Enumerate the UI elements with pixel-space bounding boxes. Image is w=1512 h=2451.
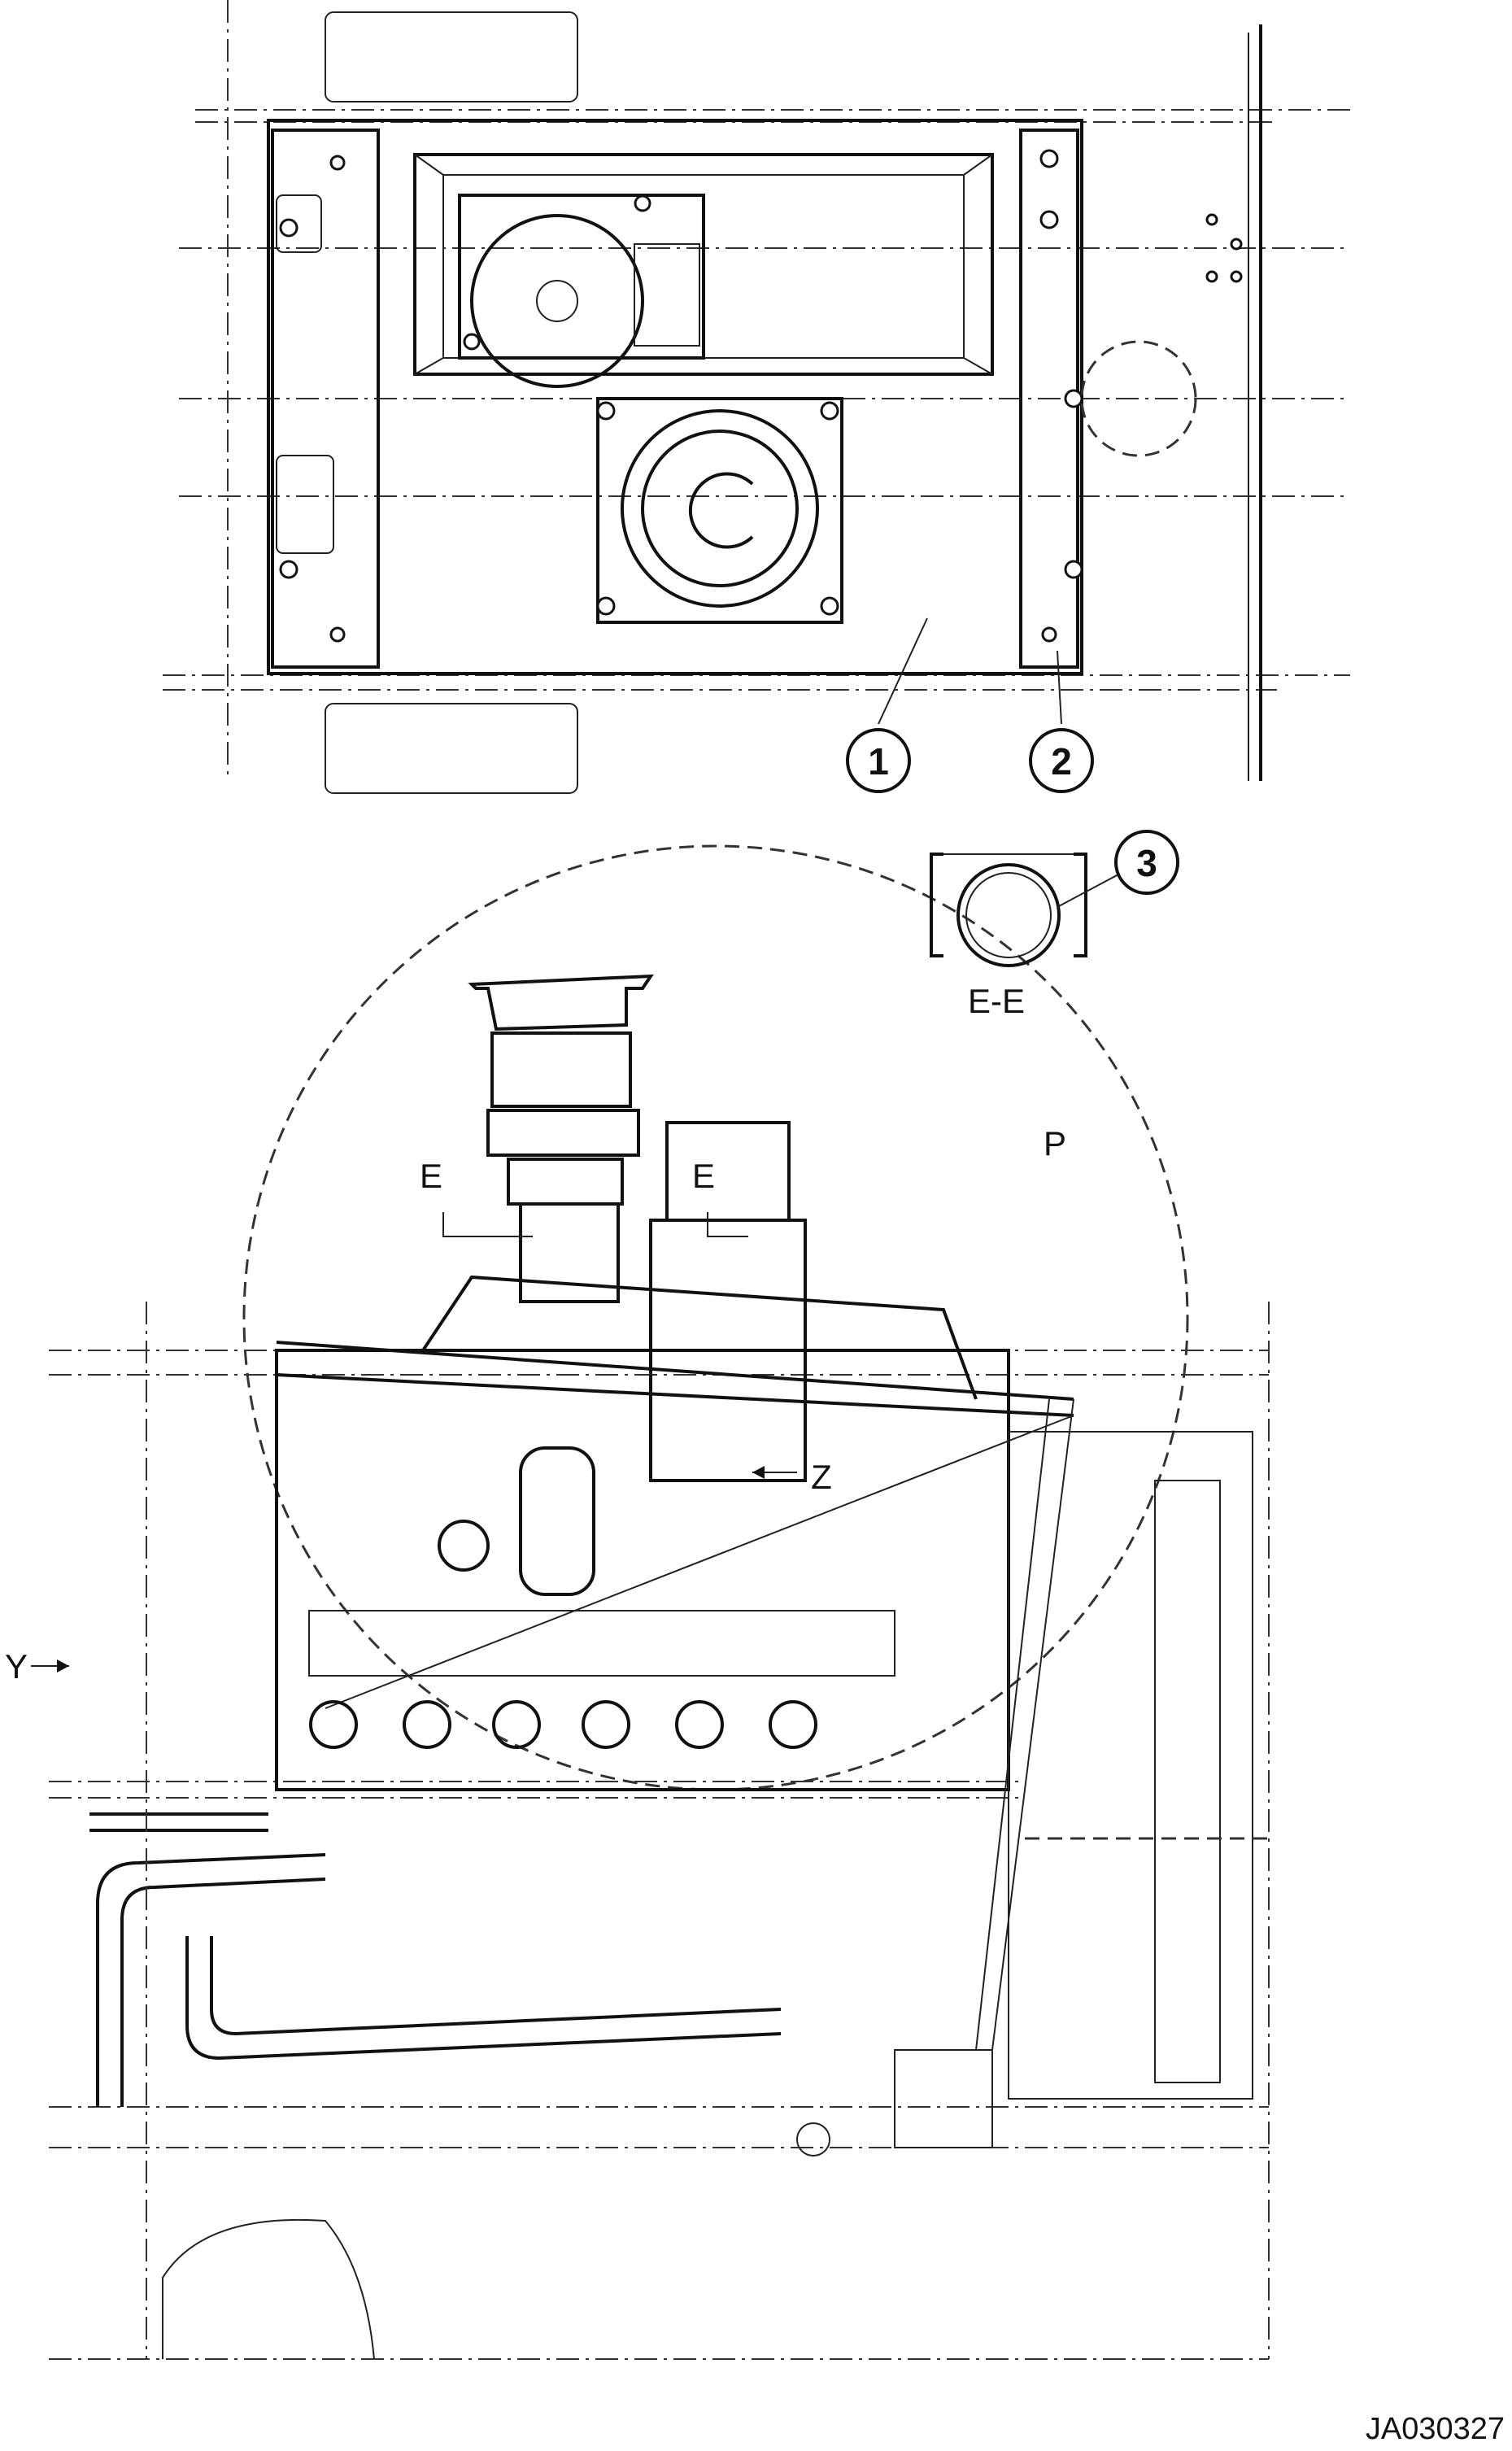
- y-arrow-icon: [57, 1659, 69, 1673]
- intake-duct: [665, 1121, 791, 1222]
- callout-1-label: 1: [868, 740, 889, 783]
- callout-3: 3: [1114, 830, 1179, 895]
- section-view-label: E-E: [968, 982, 1025, 1020]
- view-z-label: Z: [811, 1458, 832, 1496]
- air-cleaner-cap: [468, 974, 654, 1031]
- callout-3-label: 3: [1136, 842, 1157, 884]
- z-arrow-icon: [752, 1466, 765, 1479]
- upper-opening: [413, 153, 994, 376]
- callout-2-label: 2: [1051, 740, 1072, 783]
- engine-block: [275, 1349, 1010, 1791]
- view-y-label: Y: [5, 1647, 28, 1686]
- clamp-ring: [956, 863, 1061, 967]
- exhaust-manifold: [308, 1610, 895, 1749]
- detail-p-circle: [242, 844, 1189, 1791]
- top-view: [163, 0, 1350, 794]
- section-mark-right: E: [692, 1157, 715, 1195]
- section-mark-left: E: [420, 1157, 442, 1195]
- left-strip: [271, 129, 380, 669]
- callout-1: 1: [846, 728, 911, 793]
- callout-2: 2: [1029, 728, 1094, 793]
- section-e-e: [930, 853, 1119, 967]
- side-view: [31, 844, 1270, 2360]
- detail-p-label: P: [1044, 1124, 1066, 1162]
- lower-opening: [596, 397, 843, 624]
- bolts: [279, 149, 1243, 643]
- drawing-id: JA030327: [1366, 2412, 1505, 2446]
